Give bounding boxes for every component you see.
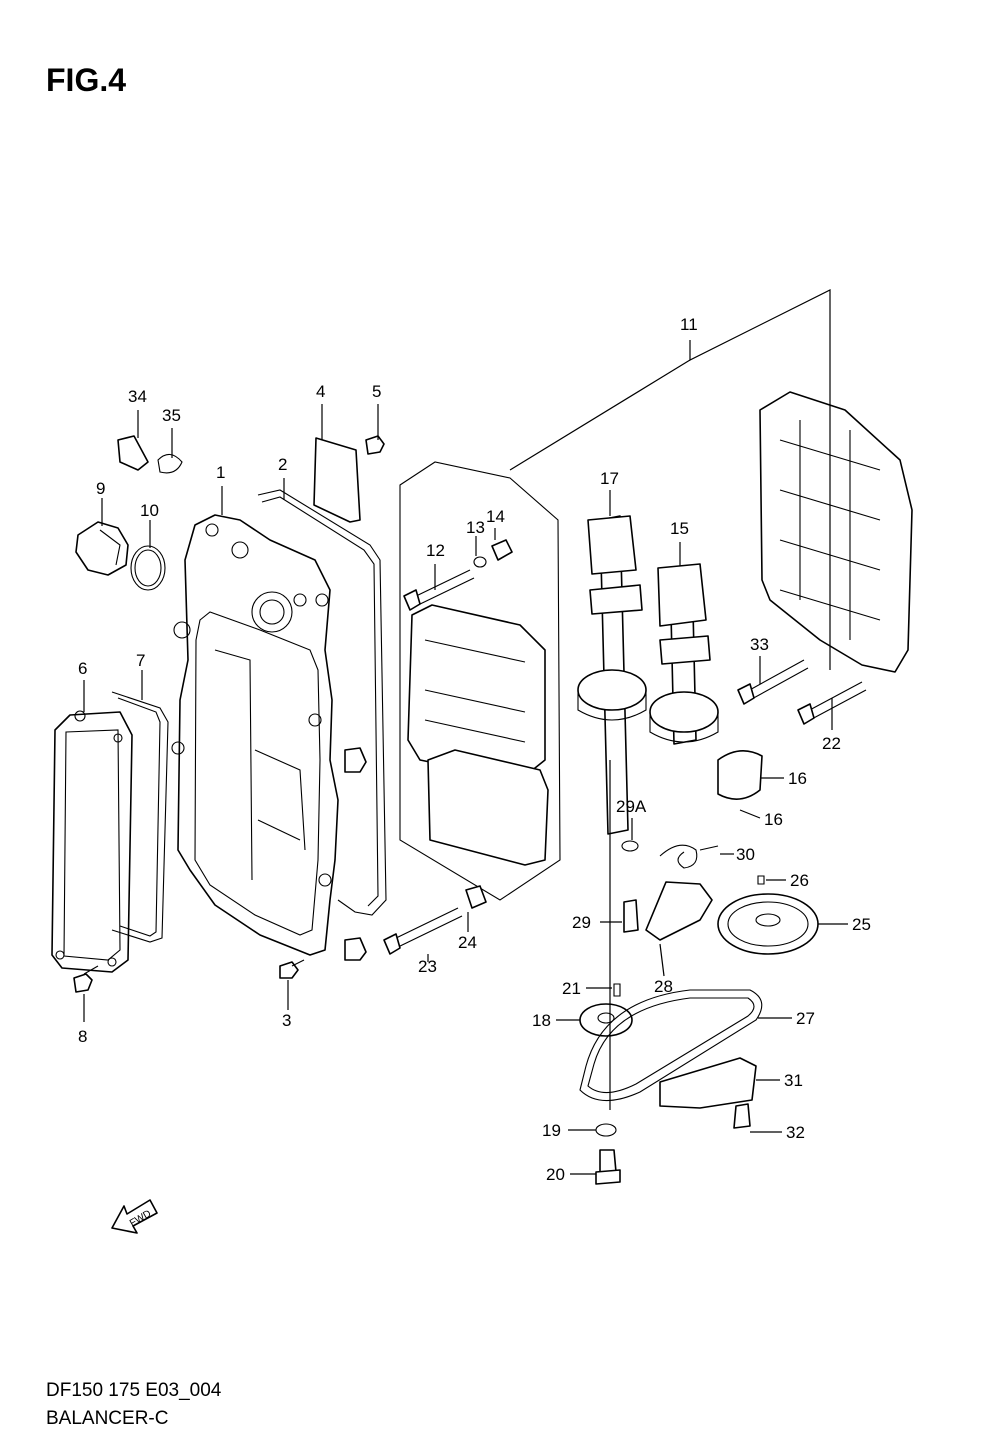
figure-title: FIG.4 (46, 62, 127, 98)
bolt-part-12 (403, 569, 475, 611)
callout-10: 10 (140, 501, 159, 520)
drawing-code: DF150 175 E03_004 (46, 1380, 222, 1401)
callout-22: 22 (822, 734, 841, 753)
fwd-arrow-icon: FWD (111, 1199, 158, 1234)
clamp-part-35 (157, 453, 183, 474)
callout-9: 9 (96, 479, 105, 498)
callout-33: 33 (750, 635, 769, 654)
gear-part-25 (717, 893, 819, 955)
plate-part-4 (313, 437, 361, 523)
callout-25: 25 (852, 915, 871, 934)
key-part-21 (613, 983, 621, 997)
balancer-case-group-box (399, 461, 561, 901)
bolt-part-32 (733, 1103, 751, 1129)
callout-26: 26 (790, 871, 809, 890)
chain-guide-part-31 (659, 1057, 757, 1109)
callout-31: 31 (784, 1071, 803, 1090)
callout-29: 29 (572, 913, 591, 932)
bolt-part-8 (73, 965, 99, 993)
callout-3: 3 (282, 1011, 291, 1030)
bolt-part-23 (383, 907, 463, 955)
pin-part-14 (491, 539, 513, 561)
housing-part-1 (171, 514, 339, 956)
callout-2: 2 (278, 455, 287, 474)
cover-plate-part-6 (51, 710, 133, 973)
callout-5: 5 (372, 382, 381, 401)
callout-7: 7 (136, 651, 145, 670)
leader-lines (83, 289, 848, 1175)
callout-23: 23 (418, 957, 437, 976)
callout-21: 21 (562, 979, 581, 998)
spring-part-30 (659, 844, 719, 869)
tensioner-part-28 (645, 881, 713, 941)
bolt-part-3 (279, 959, 305, 979)
callout-14: 14 (486, 507, 505, 526)
callout-8: 8 (78, 1027, 87, 1046)
callout-15: 15 (670, 519, 689, 538)
callout-34: 34 (128, 387, 147, 406)
callout-1: 1 (216, 463, 225, 482)
bolt-part-29 (623, 899, 639, 933)
bearing-part-16 (717, 750, 763, 800)
balancer-shaft-part-15 (649, 563, 719, 745)
callout-11: 11 (680, 315, 698, 334)
callout-17: 17 (600, 469, 619, 488)
callout-16b: 16 (764, 810, 783, 829)
callout-4: 4 (316, 382, 325, 401)
callout-16a: 16 (788, 769, 807, 788)
callout-28: 28 (654, 977, 673, 996)
callout-6: 6 (78, 659, 87, 678)
callout-32: 32 (786, 1123, 805, 1142)
callout-29A: 29A (616, 797, 647, 816)
balancer-case (407, 604, 549, 866)
bolt-part-33 (737, 659, 809, 705)
callout-19: 19 (542, 1121, 561, 1140)
bolt-part-5 (365, 435, 385, 455)
balancer-shaft-part-17 (577, 515, 647, 835)
drawing-name: BALANCER-C (46, 1408, 169, 1429)
pin-part-24 (465, 885, 487, 909)
callout-18: 18 (532, 1011, 551, 1030)
sprocket-part-18 (579, 1003, 633, 1037)
tube-part-34 (117, 435, 149, 471)
gasket-part-7 (111, 691, 169, 943)
chain-part-27 (579, 989, 763, 1102)
washer-part-19 (595, 1123, 617, 1137)
callout-labels: 1 2 3 4 5 6 7 8 9 10 11 12 13 14 15 16 1… (78, 315, 871, 1184)
callout-13: 13 (466, 518, 485, 537)
callout-20: 20 (546, 1165, 565, 1184)
gasket-part-2 (257, 489, 387, 916)
washer-part-29A (621, 840, 639, 852)
pin-part-26 (757, 875, 765, 885)
callout-35: 35 (162, 406, 181, 425)
callout-12: 12 (426, 541, 445, 560)
callout-30: 30 (736, 845, 755, 864)
bolt-part-20 (595, 1149, 621, 1185)
o-ring-part-10 (130, 545, 166, 591)
callout-27: 27 (796, 1009, 815, 1028)
bolt-part-22 (797, 681, 867, 725)
callout-24: 24 (458, 933, 477, 952)
balancer-housing-part-11 (759, 391, 913, 673)
plugs (344, 747, 367, 961)
washer-part-13 (473, 556, 487, 568)
filler-cap-part-9 (75, 521, 129, 576)
